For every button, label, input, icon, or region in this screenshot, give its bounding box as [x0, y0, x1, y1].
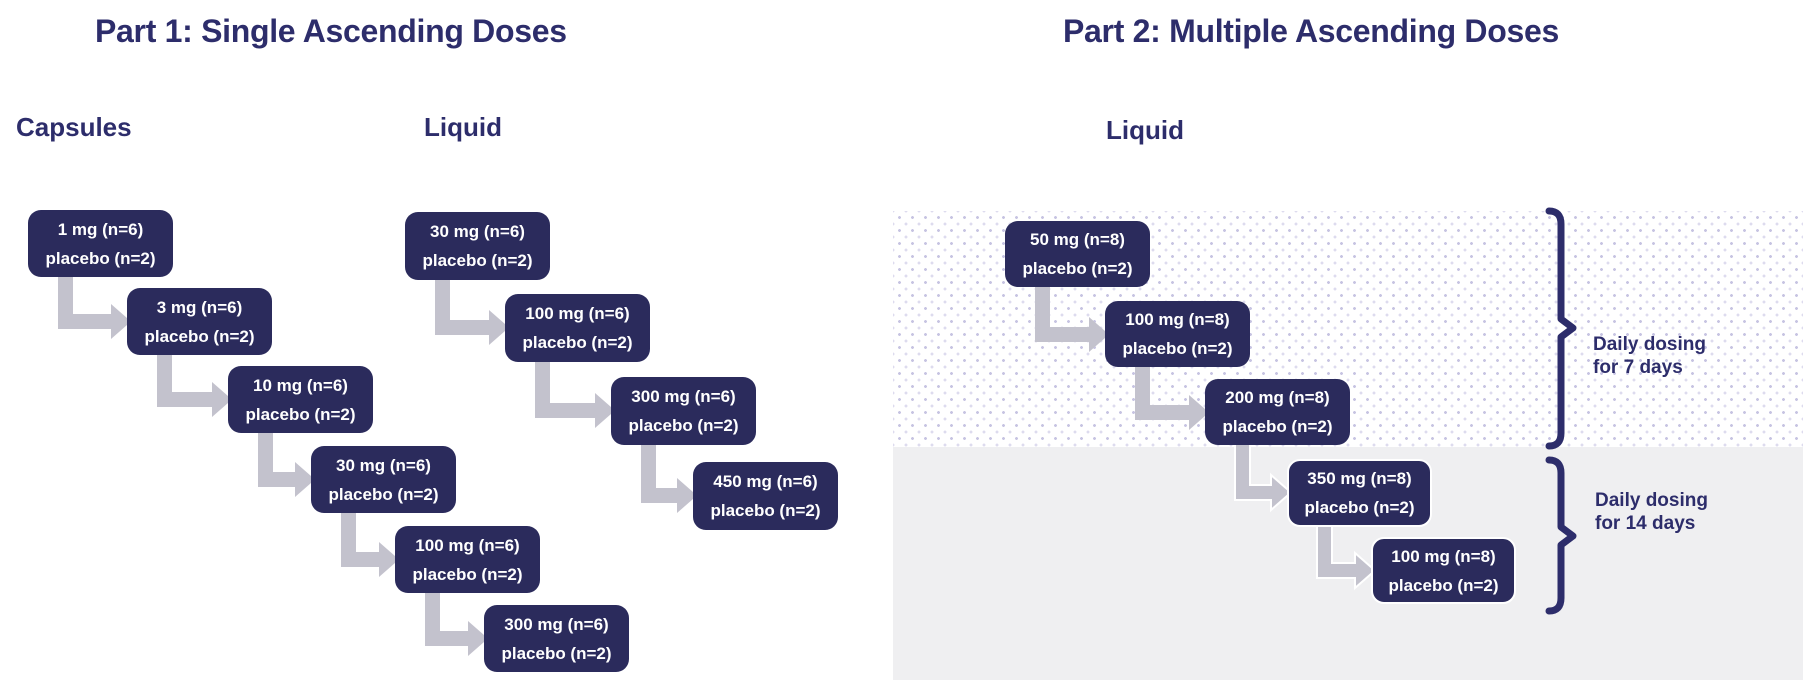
- placebo-label: placebo (n=2): [628, 416, 739, 435]
- placebo-label: placebo (n=2): [1388, 575, 1499, 595]
- part1-title: Part 1: Single Ascending Doses: [95, 13, 567, 49]
- dose-box-liquid1-4: 450 mg (n=6) placebo (n=2): [693, 462, 838, 530]
- dose-label: 100 mg (n=6): [525, 304, 630, 323]
- placebo-label: placebo (n=2): [1304, 498, 1415, 517]
- flow-arrow: [1135, 365, 1209, 430]
- dose-box-liquid1-3: 300 mg (n=6) placebo (n=2): [611, 377, 756, 445]
- dose-box-capsules-4: 30 mg (n=6) placebo (n=2): [311, 446, 456, 513]
- dose-label: 300 mg (n=6): [631, 387, 736, 406]
- annotation-line1: Daily dosing: [1595, 490, 1708, 511]
- capsules-heading: Capsules: [16, 112, 132, 142]
- flow-arrow: [425, 591, 488, 656]
- dose-label: 300 mg (n=6): [504, 614, 609, 634]
- dose-box-part2-3: 200 mg (n=8) placebo (n=2): [1205, 379, 1350, 445]
- dose-box-liquid1-1: 30 mg (n=6) placebo (n=2): [405, 212, 550, 280]
- bracket-7-days: [1545, 207, 1577, 450]
- annotation-line2: for 14 days: [1595, 513, 1696, 534]
- dose-box-part2-1: 50 mg (n=8) placebo (n=2): [1005, 221, 1150, 287]
- placebo-label: placebo (n=2): [328, 484, 439, 504]
- dose-box-liquid1-2: 100 mg (n=6) placebo (n=2): [505, 294, 650, 362]
- placebo-label: placebo (n=2): [144, 326, 255, 346]
- flow-arrow: [435, 278, 509, 345]
- dose-label: 30 mg (n=6): [336, 455, 431, 475]
- annotation-7-days: Daily dosing for 7 days: [1593, 333, 1706, 379]
- dose-label: 30 mg (n=6): [430, 222, 525, 241]
- flow-arrow: [157, 353, 232, 417]
- flow-arrow: [341, 511, 399, 577]
- annotation-line2: for 7 days: [1593, 357, 1683, 378]
- flow-arrow: [258, 431, 315, 497]
- part2-title: Part 2: Multiple Ascending Doses: [1063, 13, 1559, 49]
- placebo-label: placebo (n=2): [1022, 259, 1133, 278]
- dose-box-part2-4: 350 mg (n=8) placebo (n=2): [1287, 459, 1432, 527]
- dose-box-capsules-6: 300 mg (n=6) placebo (n=2): [484, 605, 629, 672]
- liquid-heading-part1: Liquid: [424, 112, 502, 142]
- placebo-label: placebo (n=2): [422, 251, 533, 270]
- dose-label: 100 mg (n=8): [1391, 546, 1496, 566]
- dose-label: 1 mg (n=6): [57, 219, 144, 239]
- flow-arrow: [1234, 442, 1293, 513]
- dose-label: 10 mg (n=6): [253, 375, 348, 395]
- dose-box-capsules-5: 100 mg (n=6) placebo (n=2): [395, 526, 540, 593]
- placebo-label: placebo (n=2): [710, 501, 821, 520]
- dose-box-capsules-1: 1 mg (n=6) placebo (n=2): [28, 210, 173, 277]
- placebo-label: placebo (n=2): [1222, 417, 1333, 436]
- liquid-heading-part2: Liquid: [1106, 115, 1184, 145]
- dose-box-part2-2: 100 mg (n=8) placebo (n=2): [1105, 301, 1250, 367]
- placebo-label: placebo (n=2): [501, 643, 612, 663]
- placebo-label: placebo (n=2): [245, 404, 356, 424]
- placebo-label: placebo (n=2): [522, 333, 633, 352]
- dose-label: 350 mg (n=8): [1307, 469, 1412, 488]
- placebo-label: placebo (n=2): [412, 564, 523, 584]
- dose-box-capsules-3: 10 mg (n=6) placebo (n=2): [228, 366, 373, 433]
- flow-arrow: [641, 443, 697, 513]
- dose-label: 100 mg (n=8): [1125, 310, 1230, 329]
- placebo-label: placebo (n=2): [1122, 339, 1233, 358]
- flow-arrow: [1316, 522, 1377, 591]
- flow-arrow: [1035, 285, 1109, 352]
- dose-box-part2-5: 100 mg (n=8) placebo (n=2): [1371, 537, 1516, 604]
- dose-label: 50 mg (n=8): [1030, 230, 1125, 249]
- bracket-14-days: [1545, 456, 1577, 615]
- annotation-14-days: Daily dosing for 14 days: [1595, 489, 1708, 535]
- dose-label: 3 mg (n=6): [156, 297, 243, 317]
- dose-label: 450 mg (n=6): [713, 472, 818, 491]
- flow-arrow: [58, 275, 131, 339]
- placebo-label: placebo (n=2): [45, 248, 156, 268]
- flow-arrow: [535, 360, 615, 428]
- dose-box-capsules-2: 3 mg (n=6) placebo (n=2): [127, 288, 272, 355]
- annotation-line1: Daily dosing: [1593, 334, 1706, 355]
- dose-label: 200 mg (n=8): [1225, 388, 1330, 407]
- dose-label: 100 mg (n=6): [415, 535, 520, 555]
